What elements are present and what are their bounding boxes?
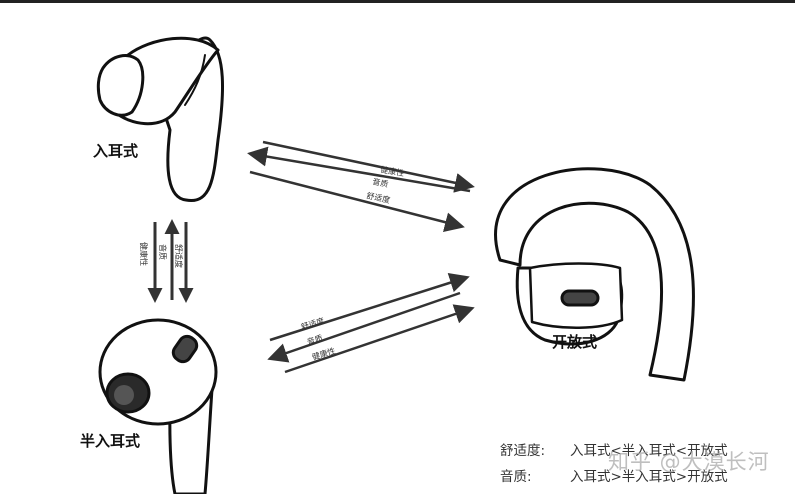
top-border-line [0,0,795,3]
upper-arrow-3 [249,170,465,232]
upper-label-comfort: 舒适度 [366,190,392,205]
label-open: 开放式 [552,333,598,351]
semi-in-ear-earphone-icon [98,318,218,494]
upper-arrow-1 [247,146,471,193]
upper-label-sound: 音质 [372,176,390,189]
open-earphone-icon [494,167,695,382]
in-ear-earphone-icon [96,36,224,202]
label-in-ear: 入耳式 [93,142,139,160]
lower-arrow-3 [284,304,475,374]
vertical-label-sound: 音质 [158,244,168,260]
vertical-arrows [147,219,194,303]
upper-diagonal-arrows [247,140,475,232]
legend-row-sound: 音质: 入耳式>半入耳式>开放式 [500,465,728,485]
legend-value-comfort: 入耳式<半入耳式<开放式 [570,443,728,459]
legend-row-comfort: 舒适度: 入耳式<半入耳式<开放式 [500,439,728,459]
upper-arrow-2 [262,140,475,193]
legend-value-sound: 入耳式>半入耳式>开放式 [570,469,728,485]
legend-key-sound: 音质: [500,469,532,485]
vertical-label-comfort: 舒适度 [174,244,184,268]
legend-key-comfort: 舒适度: [500,443,546,459]
lower-diagonal-arrows [267,273,475,374]
watermark: 知乎 @大漠长河 [608,450,770,474]
upper-label-health: 健康性 [380,164,405,178]
vertical-label-health: 健康性 [139,242,149,266]
lower-label-comfort: 舒适度 [300,315,326,332]
lower-arrow-1 [269,273,470,342]
lower-arrow-2 [267,291,461,363]
label-semi-in-ear: 半入耳式 [80,432,141,450]
lower-label-sound: 音质 [306,333,324,347]
